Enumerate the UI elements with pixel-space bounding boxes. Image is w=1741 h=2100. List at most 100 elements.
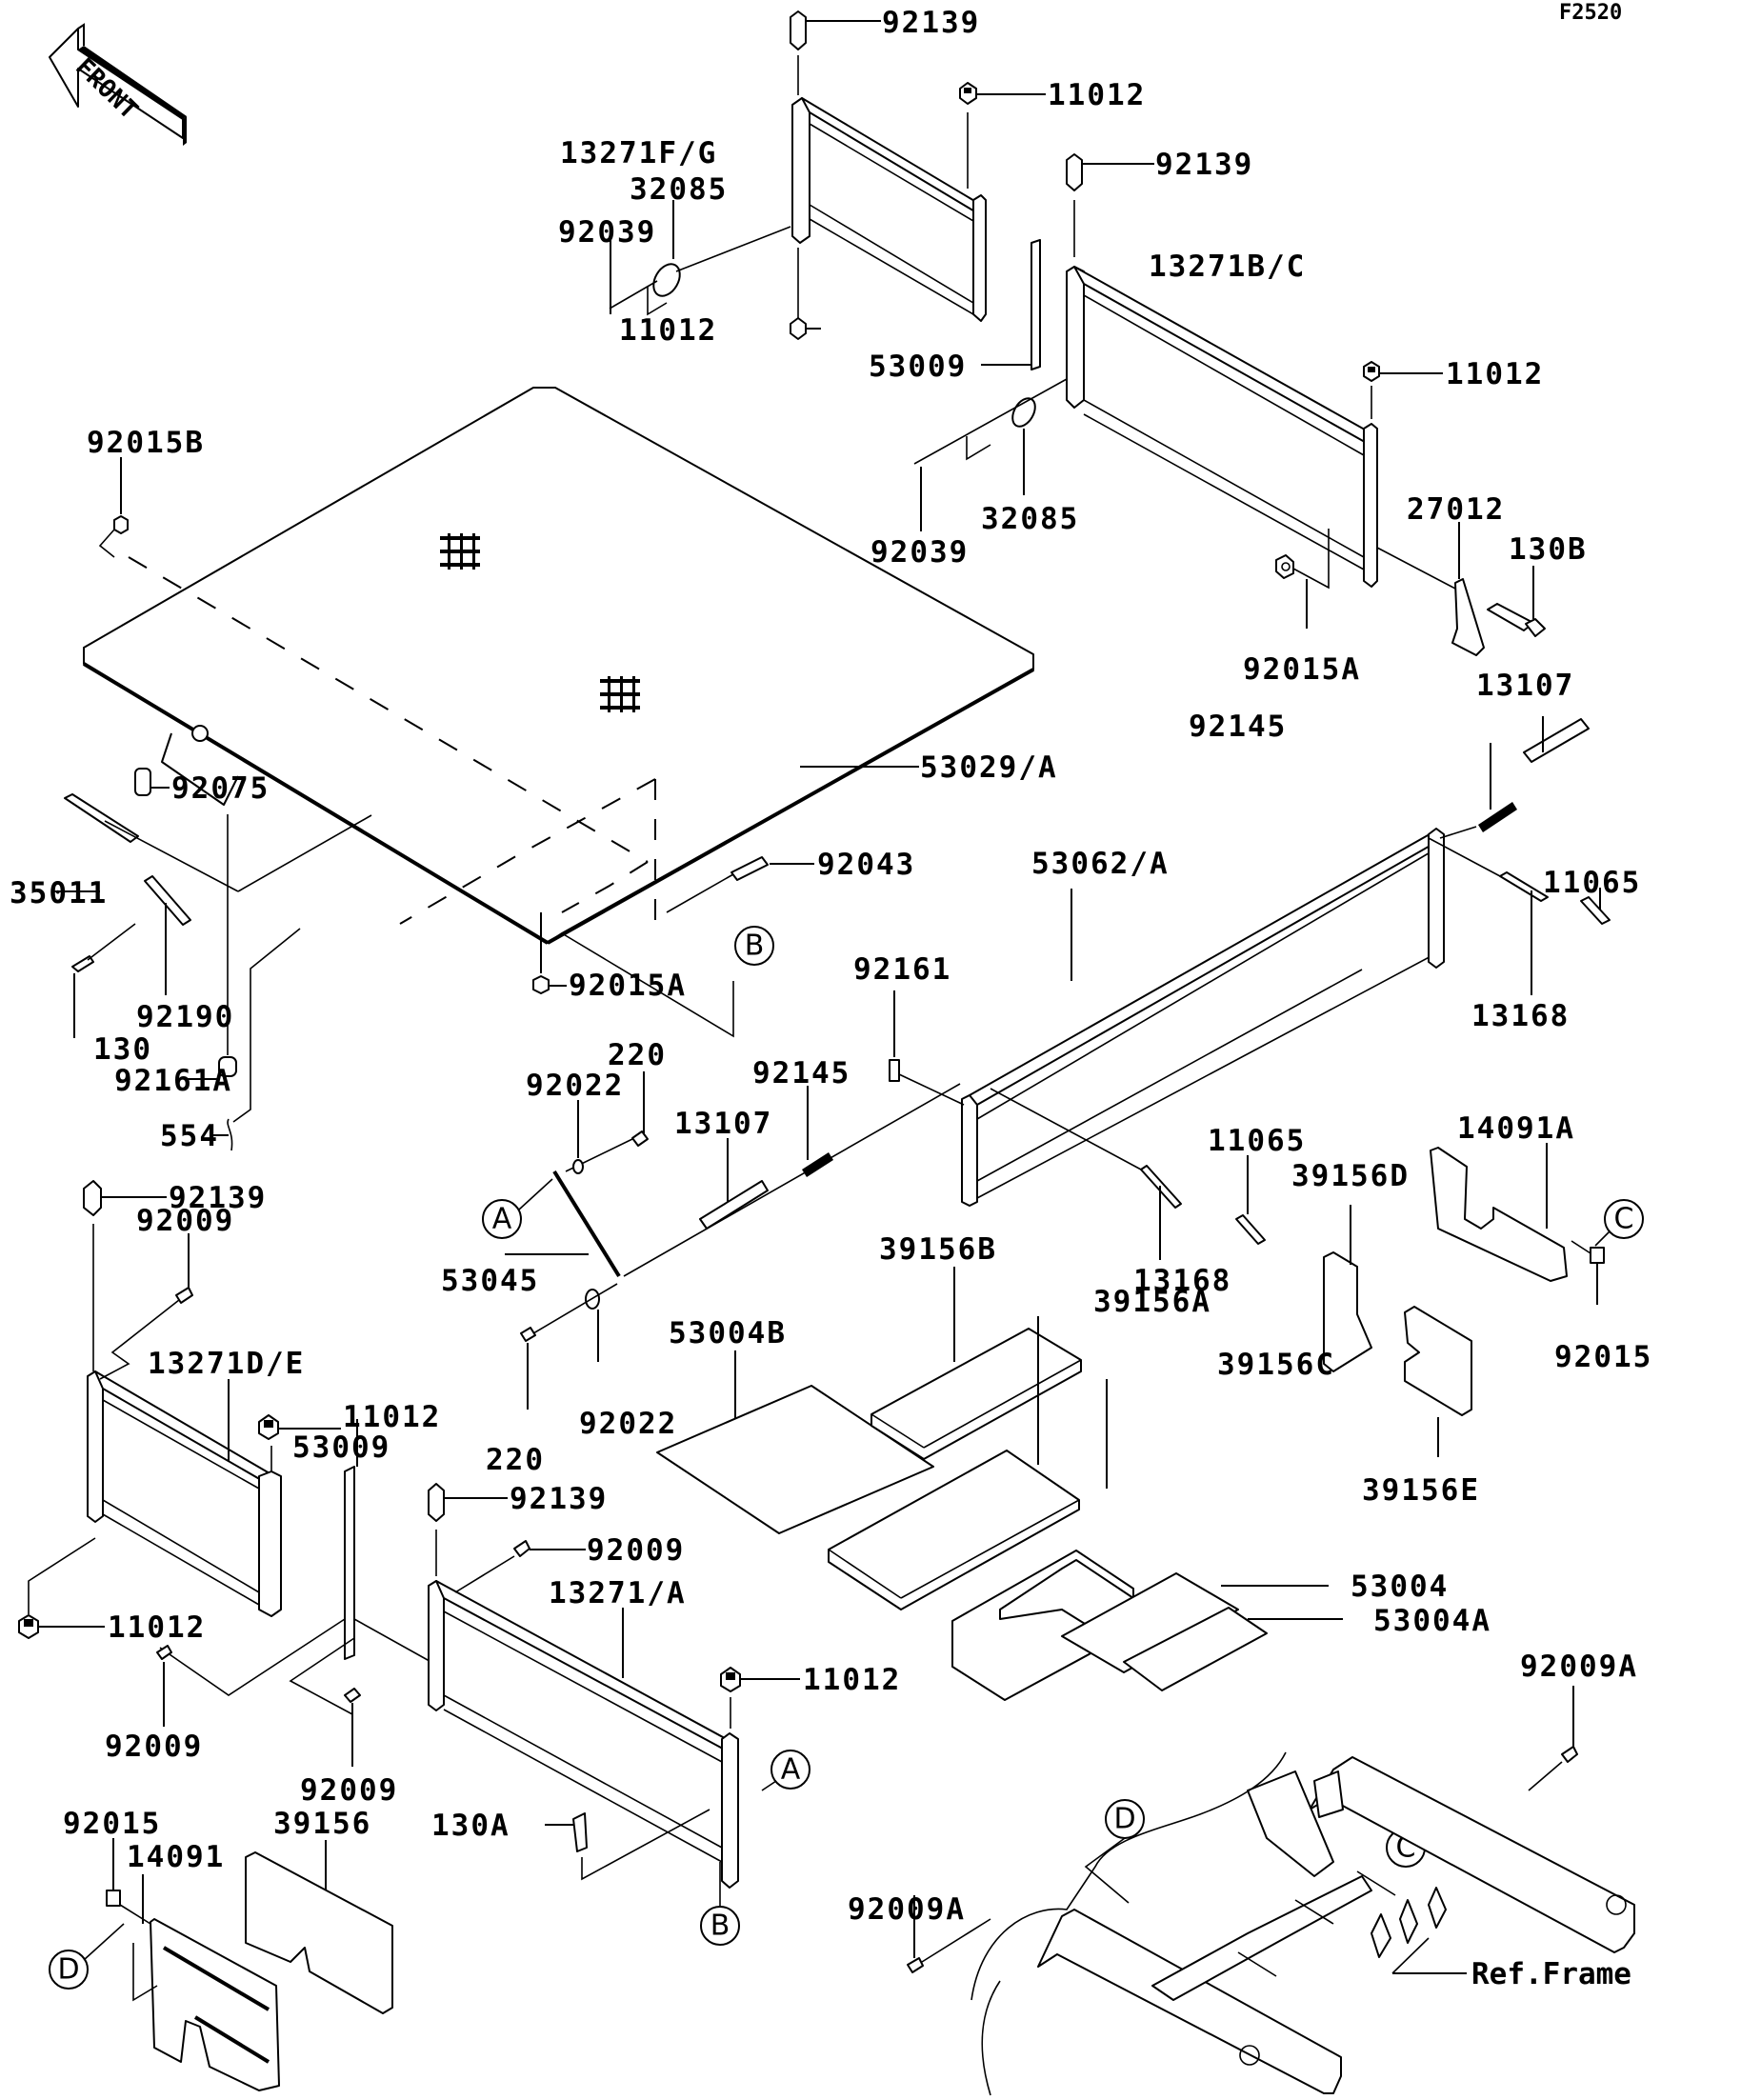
part-label: 130 <box>93 1032 152 1067</box>
side-panel-13271fg <box>791 97 987 322</box>
screw-92009-lower-left <box>156 1645 172 1727</box>
part-label: 14091 <box>127 1840 225 1874</box>
cap-11012-right <box>1363 361 1443 419</box>
part-label: 92015A <box>1243 652 1361 687</box>
part-label: 92145 <box>752 1056 850 1090</box>
part-label: 53009 <box>292 1430 390 1465</box>
part-label: 13107 <box>674 1107 772 1141</box>
logo-mark-icon <box>600 676 640 712</box>
bracket-32085-right <box>913 378 1068 531</box>
cap-11012-lower-right <box>720 1667 800 1729</box>
part-label: 220 <box>608 1038 667 1072</box>
pin-92043 <box>666 856 814 913</box>
callout-circle-c-right: C <box>1594 1199 1644 1247</box>
cap-11012-left-upper <box>258 1414 341 1471</box>
clip-92139-lower <box>428 1483 508 1576</box>
clip-92015-left <box>106 1838 151 1925</box>
part-label: 92139 <box>1155 148 1253 182</box>
callout-circle-a-top: A <box>482 1178 553 1239</box>
part-label: 39156D <box>1291 1159 1410 1193</box>
part-label: 92190 <box>136 1000 234 1034</box>
part-label: 92009 <box>587 1533 685 1568</box>
pad-39156d <box>1323 1205 1372 1372</box>
part-label: 53004A <box>1373 1604 1491 1638</box>
screw-92009a-left <box>907 1895 991 1973</box>
rod-35011 <box>54 793 372 892</box>
part-label: 11065 <box>1208 1124 1306 1158</box>
part-label: 32085 <box>630 172 728 207</box>
part-label: 92015 <box>1554 1340 1652 1374</box>
part-label: 13271F/G <box>560 136 717 170</box>
part-label: 554 <box>160 1119 219 1153</box>
part-label: 92139 <box>169 1181 267 1215</box>
pad-53004 <box>1061 1572 1329 1673</box>
pin-11065-right <box>1580 888 1611 925</box>
part-label: 53004B <box>669 1316 787 1350</box>
part-label: 92039 <box>558 215 656 250</box>
part-label: 220 <box>486 1443 545 1477</box>
part-label: 92009 <box>300 1773 398 1808</box>
part-label: 130A <box>431 1809 510 1843</box>
pad-53004b <box>656 1350 934 1534</box>
part-label: 92009A <box>1520 1650 1638 1684</box>
part-label: 11012 <box>1446 357 1544 391</box>
part-label: 13168 <box>1471 999 1570 1033</box>
bumper-92161a <box>186 814 237 1080</box>
pin-13168-right <box>1428 837 1549 995</box>
bolt-220-bottom <box>520 1327 536 1410</box>
svg-text:A: A <box>781 1753 801 1787</box>
part-label: 39156E <box>1362 1473 1480 1508</box>
part-label: 11012 <box>619 313 717 348</box>
part-label: 92009A <box>848 1892 966 1927</box>
spring-92145-right <box>1439 743 1517 839</box>
screw-92009-lower-mid <box>344 1688 361 1767</box>
bracket-32085-top <box>609 200 799 322</box>
clip-92015-right <box>1571 1240 1605 1305</box>
side-panel-13271bc <box>1066 266 1378 588</box>
spring-92145-center <box>802 1086 833 1177</box>
latch-92161 <box>889 990 965 1106</box>
part-label: 92161A <box>114 1064 232 1098</box>
plate-14091 <box>132 1874 280 2091</box>
part-label: 53062/A <box>1031 847 1170 881</box>
pin-92190 <box>144 875 191 995</box>
part-label: 32085 <box>981 502 1079 536</box>
bracket-27012 <box>1376 522 1485 656</box>
washer-92022-top <box>572 1100 584 1174</box>
cargo-deck-53029a <box>82 387 1034 945</box>
svg-text:A: A <box>492 1203 512 1236</box>
part-label: 13107 <box>1476 669 1574 703</box>
part-label: 53045 <box>441 1264 539 1298</box>
side-panel-13271de <box>87 1370 282 1617</box>
front-direction-arrow-icon: FRONT <box>49 23 187 146</box>
cap-11012-top <box>959 82 1046 189</box>
part-label: 92022 <box>526 1069 624 1103</box>
part-label: 92145 <box>1189 710 1287 744</box>
svg-text:B: B <box>710 1910 730 1943</box>
part-label: 27012 <box>1407 492 1505 527</box>
pad-39156a <box>828 1316 1080 1610</box>
nut-92015a-right <box>1275 529 1330 629</box>
callout-circle-b-top: B <box>734 926 774 966</box>
part-label: 14091A <box>1457 1111 1575 1146</box>
part-label: 39156 <box>273 1807 371 1841</box>
part-label: 39156C <box>1217 1348 1335 1382</box>
plate-14091a <box>1430 1143 1568 1282</box>
callout-labels: 92139 11012 13271F/G 32085 92039 11012 9… <box>10 6 1652 1991</box>
pin-11065-center <box>1235 1155 1266 1245</box>
pad-39156e <box>1404 1306 1472 1457</box>
pin-13107-center <box>699 1138 769 1230</box>
part-label: 35011 <box>10 876 108 910</box>
reference-frame-label: Ref.Frame <box>1471 1957 1631 1991</box>
part-label: 53009 <box>869 350 967 384</box>
svg-text:D: D <box>1113 1803 1135 1836</box>
part-label: 92015 <box>63 1807 161 1841</box>
screw-92009a-right <box>1528 1686 1578 1791</box>
part-label: 92039 <box>870 535 969 570</box>
part-label: 39156A <box>1093 1285 1211 1319</box>
screw-92009-lower <box>454 1540 586 1593</box>
part-label: 53004 <box>1351 1570 1449 1604</box>
screw-92009-left <box>99 1233 193 1380</box>
callout-circle-a-bottom: A <box>761 1750 810 1791</box>
